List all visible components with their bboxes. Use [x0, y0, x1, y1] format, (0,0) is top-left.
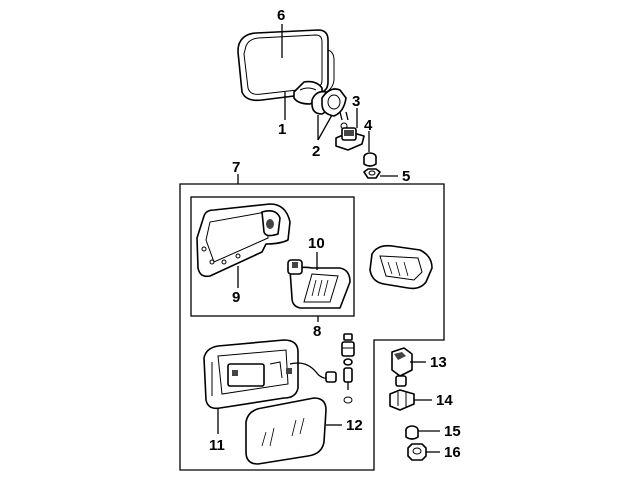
callout-14: 14	[436, 392, 453, 409]
bracket-clip	[389, 389, 415, 411]
washer	[405, 425, 419, 440]
callout-7: 7	[232, 159, 240, 176]
callout-11: 11	[209, 437, 225, 454]
callout-4: 4	[364, 117, 373, 134]
callout-2: 2	[312, 143, 320, 160]
cap-nut	[407, 443, 427, 461]
callout-3: 3	[352, 93, 360, 110]
grommet	[363, 152, 377, 167]
callout-9: 9	[232, 289, 240, 306]
spotlight-mirror-housing	[203, 339, 337, 410]
gaskets	[311, 88, 347, 117]
callout-13: 13	[430, 354, 447, 371]
callout-8: 8	[313, 323, 321, 340]
group-7-outline	[179, 183, 445, 471]
callout-16: 16	[444, 444, 461, 461]
mounting-bracket	[335, 111, 365, 151]
group-8-outline	[190, 196, 355, 317]
callout-1: 1	[278, 121, 286, 138]
callout-labels: 6 1 2 3 4 5 7 8 9 10 11 12 13 14 15 16	[209, 7, 461, 461]
switch	[391, 347, 413, 387]
callout-12: 12	[346, 417, 363, 434]
lens-cover	[369, 244, 433, 290]
mirror-glass	[245, 397, 327, 465]
callout-15: 15	[444, 423, 461, 440]
callout-6: 6	[277, 7, 285, 24]
lamp-housing	[196, 203, 291, 278]
callout-10: 10	[308, 235, 325, 252]
bulb-terminals	[341, 333, 355, 404]
nut	[363, 168, 381, 179]
leader-lines	[217, 24, 440, 453]
bulb-socket-lens	[287, 259, 351, 309]
callout-5: 5	[402, 168, 410, 185]
